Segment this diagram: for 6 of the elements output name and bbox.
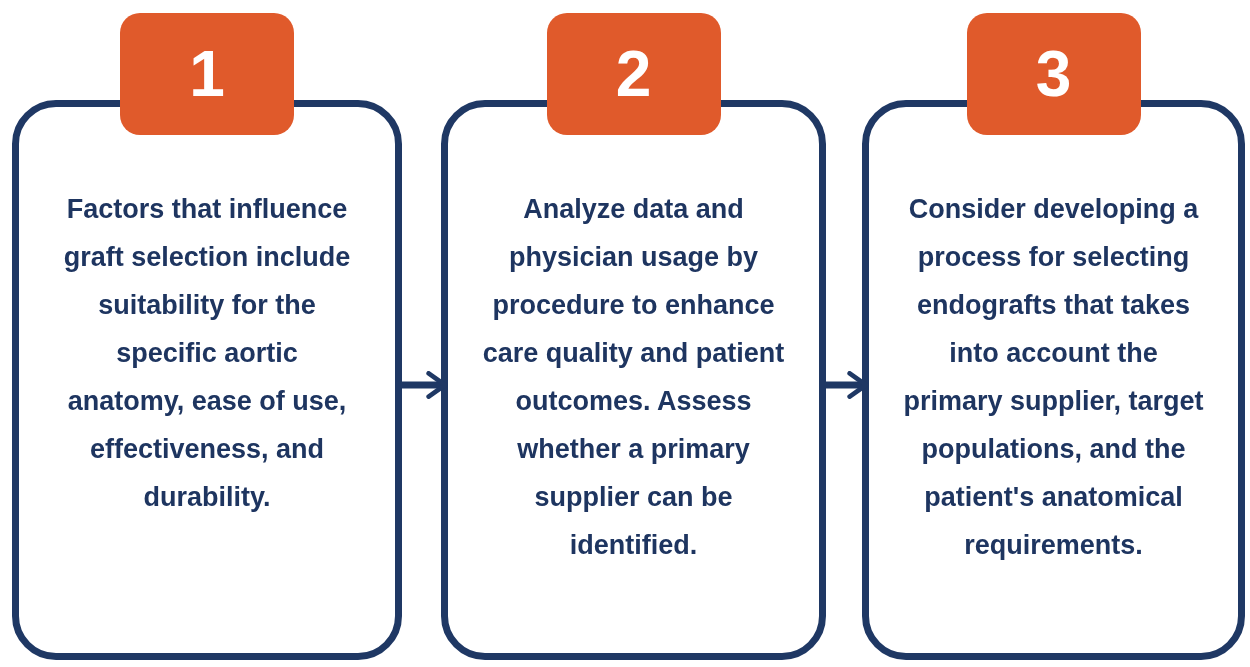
step-description: Factors that influence graft selection include suitability for the specific aortic anatomy, ease of use, effectiveness, and durability. xyxy=(62,193,352,514)
step-number: 1 xyxy=(120,13,294,135)
step-number: 3 xyxy=(966,13,1141,135)
step-number: 2 xyxy=(546,13,721,135)
step-description: Analyze data and physician usage by procedure to enhance care quality and patient outcomes. Assess whether a primary supplier can be identified. xyxy=(481,193,786,562)
step-description: Consider developing a process for selecting endografts that takes into account the primary supplier, target populations, and the patient's anatomical requirements. xyxy=(902,193,1205,562)
